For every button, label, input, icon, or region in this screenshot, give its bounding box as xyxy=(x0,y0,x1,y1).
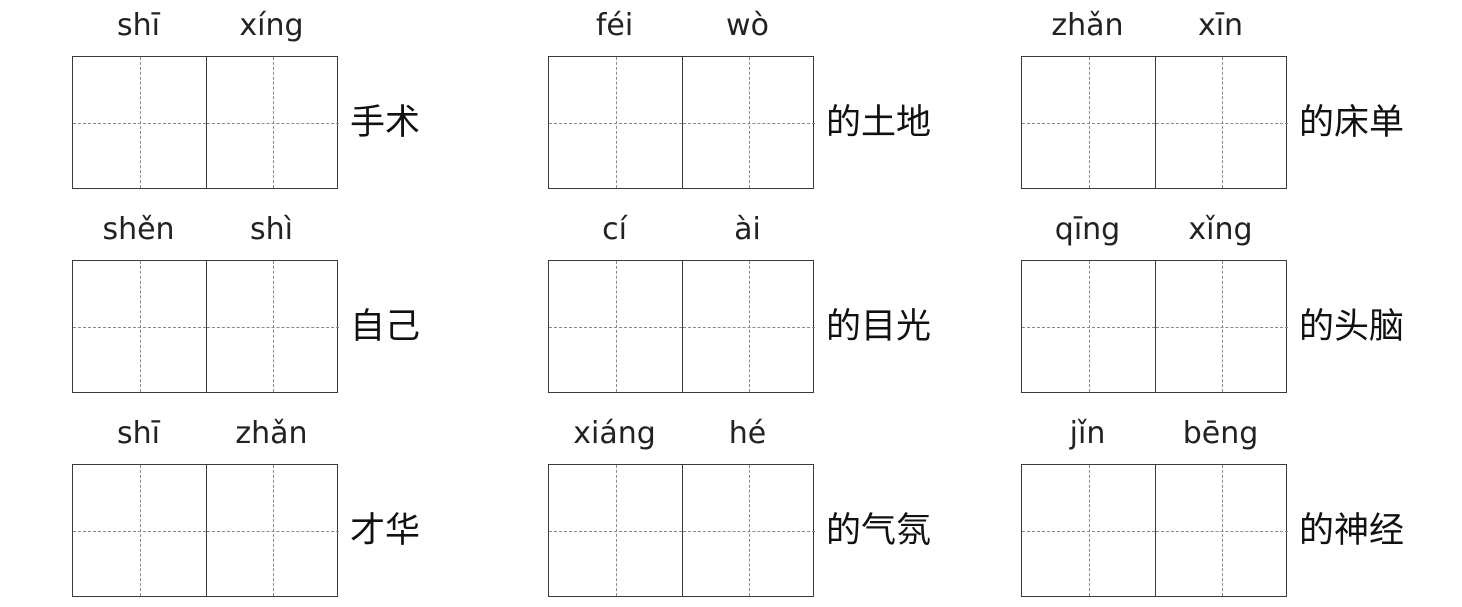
writing-grid xyxy=(548,464,815,597)
word-suffix: 的神经 xyxy=(1299,511,1405,551)
writing-cell-2[interactable] xyxy=(682,465,815,596)
pinyin-1: shī xyxy=(117,8,160,43)
writing-cell-2[interactable] xyxy=(682,57,815,188)
pinyin-1: xiáng xyxy=(573,416,656,451)
writing-cell-2[interactable] xyxy=(206,465,339,596)
exercise-item-9: jǐn bēng 的神经 xyxy=(1021,408,1441,598)
exercise-item-8: xiáng hé 的气氛 xyxy=(548,408,968,598)
writing-grid xyxy=(1021,464,1288,597)
word-suffix: 的土地 xyxy=(826,103,932,143)
exercise-item-3: zhǎn xīn 的床单 xyxy=(1021,0,1441,190)
writing-cell-2[interactable] xyxy=(1155,57,1288,188)
pinyin-1: shī xyxy=(117,416,160,451)
writing-cell-2[interactable] xyxy=(206,261,339,392)
pinyin-2: xīn xyxy=(1197,8,1244,43)
pinyin-1: shěn xyxy=(102,212,175,247)
pinyin-2: wò xyxy=(726,8,769,43)
pinyin-2: shì xyxy=(250,212,293,247)
writing-cell-1[interactable] xyxy=(1022,57,1155,188)
writing-cell-1[interactable] xyxy=(1022,465,1155,596)
pinyin-row: jǐn bēng xyxy=(1021,408,1287,458)
pinyin-1: féi xyxy=(595,8,634,43)
word-suffix: 自己 xyxy=(350,307,421,347)
writing-grid xyxy=(548,260,815,393)
writing-cell-2[interactable] xyxy=(1155,465,1288,596)
writing-grid xyxy=(1021,56,1288,189)
exercise-item-4: shěn shì 自己 xyxy=(72,204,492,394)
pinyin-1: zhǎn xyxy=(1051,8,1124,43)
word-suffix: 手术 xyxy=(350,103,421,143)
pinyin-row: zhǎn xīn xyxy=(1021,0,1287,50)
pinyin-2: hé xyxy=(728,416,767,451)
pinyin-row: shěn shì xyxy=(72,204,338,254)
pinyin-1: qīng xyxy=(1054,212,1121,247)
exercise-item-7: shī zhǎn 才华 xyxy=(72,408,492,598)
word-suffix: 的气氛 xyxy=(826,511,932,551)
pinyin-2: ài xyxy=(734,212,761,247)
writing-cell-1[interactable] xyxy=(549,465,682,596)
pinyin-row: shī zhǎn xyxy=(72,408,338,458)
word-suffix: 才华 xyxy=(350,511,421,551)
writing-grid xyxy=(72,260,339,393)
pinyin-1: jǐn xyxy=(1069,416,1106,451)
pinyin-2: xíng xyxy=(239,8,304,43)
writing-cell-1[interactable] xyxy=(549,57,682,188)
writing-cell-2[interactable] xyxy=(206,57,339,188)
writing-cell-1[interactable] xyxy=(73,57,206,188)
pinyin-row: féi wò xyxy=(548,0,814,50)
exercise-item-1: shī xíng 手术 xyxy=(72,0,492,190)
writing-cell-1[interactable] xyxy=(1022,261,1155,392)
pinyin-1: cí xyxy=(602,212,627,247)
writing-cell-1[interactable] xyxy=(73,261,206,392)
pinyin-2: zhǎn xyxy=(235,416,308,451)
writing-cell-2[interactable] xyxy=(682,261,815,392)
writing-cell-1[interactable] xyxy=(549,261,682,392)
writing-grid xyxy=(548,56,815,189)
writing-cell-1[interactable] xyxy=(73,465,206,596)
pinyin-2: bēng xyxy=(1182,416,1259,451)
exercise-item-6: qīng xǐng 的头脑 xyxy=(1021,204,1441,394)
writing-grid xyxy=(1021,260,1288,393)
pinyin-row: xiáng hé xyxy=(548,408,814,458)
writing-grid xyxy=(72,56,339,189)
exercise-item-5: cí ài 的目光 xyxy=(548,204,968,394)
word-suffix: 的床单 xyxy=(1299,103,1405,143)
word-suffix: 的头脑 xyxy=(1299,307,1405,347)
exercise-item-2: féi wò 的土地 xyxy=(548,0,968,190)
pinyin-2: xǐng xyxy=(1188,212,1253,247)
word-suffix: 的目光 xyxy=(826,307,932,347)
pinyin-row: qīng xǐng xyxy=(1021,204,1287,254)
writing-grid xyxy=(72,464,339,597)
pinyin-row: shī xíng xyxy=(72,0,338,50)
writing-cell-2[interactable] xyxy=(1155,261,1288,392)
pinyin-row: cí ài xyxy=(548,204,814,254)
